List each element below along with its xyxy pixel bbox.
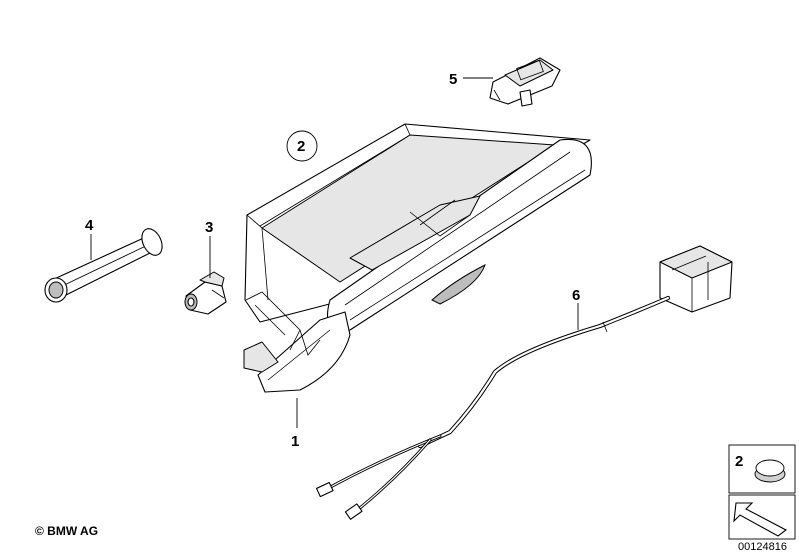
callout-2: 2: [297, 138, 305, 155]
arrow-icon: [733, 502, 788, 537]
callout-5: 5: [449, 71, 457, 88]
cap-plug-icon: [754, 459, 786, 483]
legend-callout-2: 2: [735, 453, 743, 470]
glove-box-illustration: [243, 123, 592, 393]
light-tube-illustration: [44, 228, 163, 303]
switch-illustration: [184, 271, 227, 315]
callout-3: 3: [205, 219, 213, 236]
copyright-notice: © BMW AG: [35, 524, 99, 538]
legend-box: 2: [728, 444, 796, 540]
callout-6: 6: [572, 287, 580, 304]
lamp-illustration: [489, 57, 561, 107]
callout-4: 4: [85, 217, 94, 234]
callout-1: 1: [291, 433, 299, 450]
cable-harness-illustration: [315, 245, 733, 520]
document-number: 00124816: [738, 541, 787, 553]
